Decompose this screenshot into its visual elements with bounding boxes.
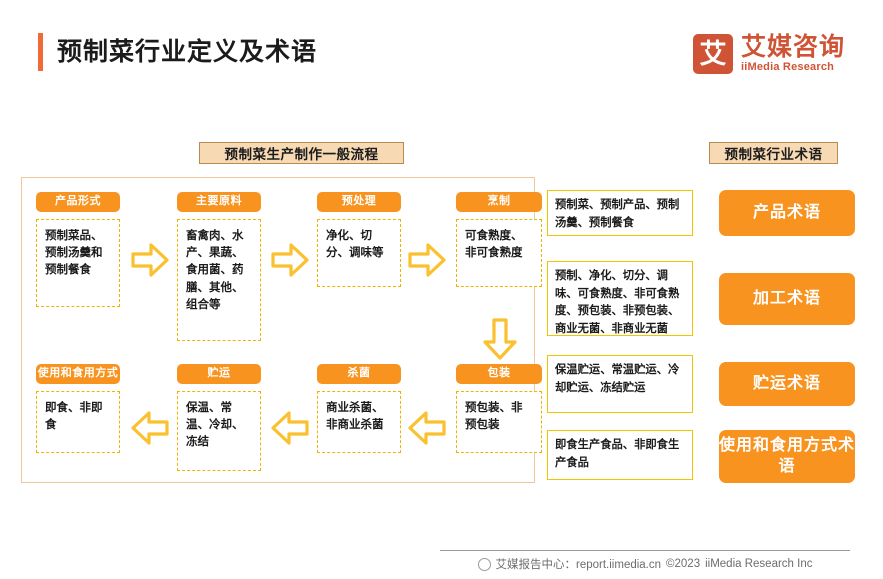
flow-stage-cooking[interactable]: 烹制 可食熟度、非可食熟度 <box>456 192 542 287</box>
flow-stage-storage-transport[interactable]: 贮运 保温、常温、冷却、冻结 <box>177 364 261 471</box>
title-accent-bar <box>38 33 43 71</box>
arrow-left-icon <box>271 410 309 446</box>
flow-stage-pretreatment[interactable]: 预处理 净化、切分、调味等 <box>317 192 401 287</box>
arrow-down-icon <box>482 318 518 360</box>
logo-mark-icon: 艾 <box>692 34 733 74</box>
arrow-right-icon <box>408 242 446 278</box>
footer-company: iiMedia Research Inc <box>705 558 813 570</box>
industry-terms-column: 预制菜、预制产品、预制汤羹、预制餐食 产品术语 预制、净化、切分、调味、可食熟度… <box>547 190 865 483</box>
page-title-wrap: 预制菜行业定义及术语 <box>38 33 317 71</box>
production-flow-panel: 产品形式 预制菜品、预制汤羹和预制餐食 主要原料 畜禽肉、水产、果蔬、食用菌、药… <box>21 177 542 483</box>
page-title: 预制菜行业定义及术语 <box>57 37 318 66</box>
stage-pill-label: 贮运 <box>177 364 261 384</box>
globe-icon <box>477 557 491 571</box>
term-description: 保温贮运、常温贮运、冷却贮运、冻结贮运 <box>547 355 693 413</box>
flow-stage-packaging[interactable]: 包装 预包装、非预包装 <box>456 364 542 453</box>
stage-body-text: 净化、切分、调味等 <box>317 218 401 287</box>
term-category-label: 产品术语 <box>719 190 855 236</box>
stage-pill-label: 使用和食用方式 <box>36 364 120 384</box>
term-category-label: 贮运术语 <box>719 362 855 406</box>
term-row[interactable]: 预制菜、预制产品、预制汤羹、预制餐食 产品术语 <box>547 190 865 236</box>
stage-body-text: 预包装、非预包装 <box>456 390 542 453</box>
stage-body-text: 可食熟度、非可食熟度 <box>456 218 542 287</box>
term-description: 预制、净化、切分、调味、可食熟度、非可食熟度、预包装、非预包装、商业无菌、非商业… <box>547 261 693 336</box>
terms-section-caption: 预制菜行业术语 <box>709 142 838 164</box>
page-header: 预制菜行业定义及术语 艾 艾媒咨询 iiMedia Research <box>0 0 883 104</box>
logo-text: 艾媒咨询 iiMedia Research <box>741 34 845 73</box>
stage-pill-label: 产品形式 <box>36 192 120 212</box>
arrow-left-icon <box>408 410 446 446</box>
arrow-right-icon <box>271 242 309 278</box>
logo-name-cn: 艾媒咨询 <box>740 33 845 62</box>
stage-pill-label: 杀菌 <box>317 364 401 384</box>
footer-source: 艾媒报告中心：report.iimedia.cn <box>495 559 662 571</box>
stage-body-text: 畜禽肉、水产、果蔬、食用菌、药膳、其他、组合等 <box>177 218 261 341</box>
stage-body-text: 预制菜品、预制汤羹和预制餐食 <box>36 218 120 307</box>
flow-stage-sterilization[interactable]: 杀菌 商业杀菌、非商业杀菌 <box>317 364 401 453</box>
logo-name-en: iiMedia Research <box>740 60 835 73</box>
flow-stage-product-form[interactable]: 产品形式 预制菜品、预制汤羹和预制餐食 <box>36 192 120 307</box>
page-footer: 艾媒报告中心：report.iimedia.cn ©2023 iiMedia R… <box>440 550 850 572</box>
term-description: 预制菜、预制产品、预制汤羹、预制餐食 <box>547 190 693 236</box>
stage-body-text: 商业杀菌、非商业杀菌 <box>317 390 401 453</box>
stage-pill-label: 主要原料 <box>177 192 261 212</box>
stage-body-text: 即食、非即食 <box>36 390 120 453</box>
arrow-left-icon <box>131 410 169 446</box>
term-row[interactable]: 预制、净化、切分、调味、可食熟度、非可食熟度、预包装、非预包装、商业无菌、非商业… <box>547 261 865 336</box>
stage-body-text: 保温、常温、冷却、冻结 <box>177 390 261 471</box>
arrow-right-icon <box>131 242 169 278</box>
stage-pill-label: 预处理 <box>317 192 401 212</box>
term-row[interactable]: 即食生产食品、非即食生产食品 使用和食用方式术语 <box>547 430 865 483</box>
stage-pill-label: 包装 <box>456 364 542 384</box>
footer-copyright: ©2023 <box>666 558 701 570</box>
brand-logo: 艾 艾媒咨询 iiMedia Research <box>692 34 845 74</box>
flow-stage-usage-method[interactable]: 使用和食用方式 即食、非即食 <box>36 364 120 453</box>
term-row[interactable]: 保温贮运、常温贮运、冷却贮运、冻结贮运 贮运术语 <box>547 355 865 413</box>
flow-section-caption: 预制菜生产制作一般流程 <box>199 142 404 164</box>
flow-stage-main-ingredients[interactable]: 主要原料 畜禽肉、水产、果蔬、食用菌、药膳、其他、组合等 <box>177 192 261 341</box>
term-category-label: 加工术语 <box>719 273 855 325</box>
term-description: 即食生产食品、非即食生产食品 <box>547 430 693 480</box>
term-category-label: 使用和食用方式术语 <box>719 430 855 483</box>
stage-pill-label: 烹制 <box>456 192 542 212</box>
